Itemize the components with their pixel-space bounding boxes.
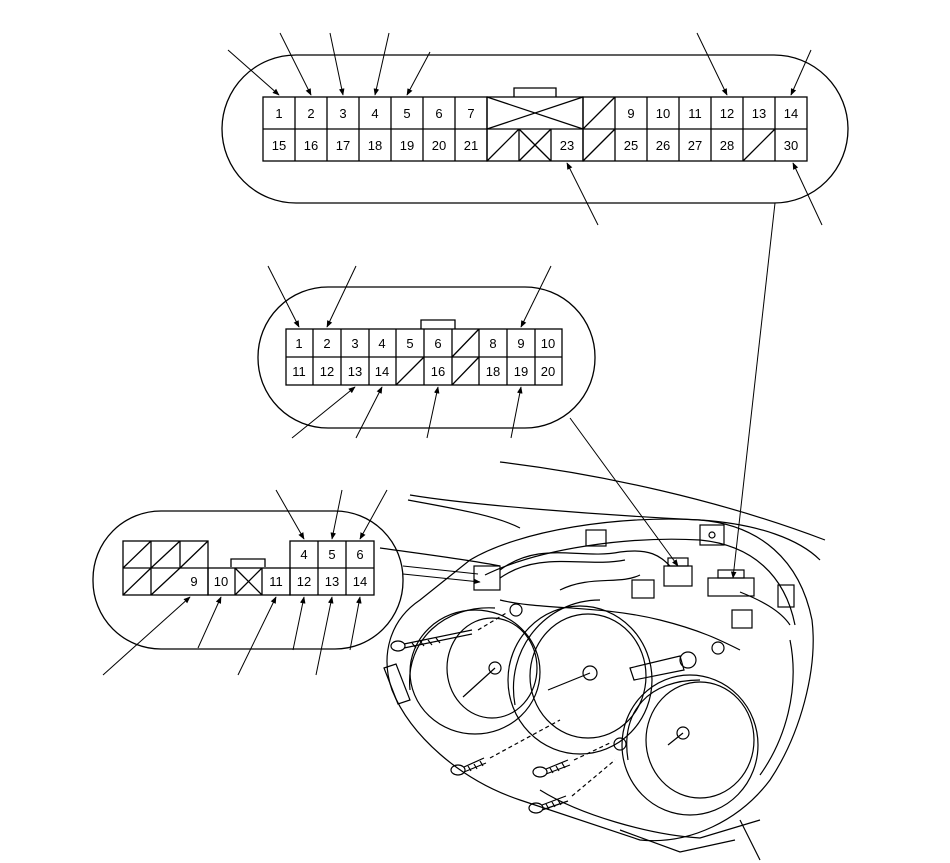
connector-c-leaders xyxy=(102,489,388,676)
screw-icon xyxy=(532,741,613,778)
pin-label: 16 xyxy=(431,364,445,379)
connector-b xyxy=(257,286,596,429)
connector-a-leaders xyxy=(227,32,823,226)
pin-label: 25 xyxy=(624,138,638,153)
pin-label: 11 xyxy=(292,364,306,379)
pin-label: 27 xyxy=(688,138,702,153)
pin-label: 23 xyxy=(560,138,574,153)
pin-label: 19 xyxy=(400,138,414,153)
pin-label: 13 xyxy=(348,364,362,379)
pin-label: 20 xyxy=(541,364,555,379)
pin-label: 5 xyxy=(328,547,335,562)
pin-label: 17 xyxy=(336,138,350,153)
connector-c-labels: 4 5 6 9 10 11 12 13 14 xyxy=(190,547,367,589)
pin-label: 18 xyxy=(368,138,382,153)
screw-icon xyxy=(383,663,411,705)
pin-label: 12 xyxy=(320,364,334,379)
screw-icon xyxy=(528,759,616,814)
screw-icon xyxy=(390,611,509,652)
pin-label: 26 xyxy=(656,138,670,153)
pin-label: 12 xyxy=(720,106,734,121)
pin-label: 6 xyxy=(435,106,442,121)
pin-label: 8 xyxy=(489,336,496,351)
cluster-housing xyxy=(386,518,814,842)
pin-label: 16 xyxy=(304,138,318,153)
pin-label: 20 xyxy=(432,138,446,153)
connector-a-socket xyxy=(707,577,755,597)
pin-label: 6 xyxy=(434,336,441,351)
pin-label: 1 xyxy=(295,336,302,351)
pin-label: 1 xyxy=(275,106,282,121)
connector-a-lock-tab xyxy=(513,87,557,97)
connector-a-labels: 1 2 3 4 5 6 7 9 10 11 12 13 14 15 16 17 … xyxy=(272,106,798,153)
pin-label: 4 xyxy=(300,547,307,562)
pin-label: 9 xyxy=(517,336,524,351)
callout-links xyxy=(402,202,776,585)
pin-label: 10 xyxy=(541,336,555,351)
center-gauge xyxy=(507,605,653,755)
pin-label: 10 xyxy=(656,106,670,121)
pin-label: 13 xyxy=(752,106,766,121)
pin-label: 14 xyxy=(375,364,389,379)
connector-b-outline xyxy=(257,286,596,429)
connector-c-outline xyxy=(92,510,404,650)
pin-label: 28 xyxy=(720,138,734,153)
pin-label: 2 xyxy=(323,336,330,351)
right-gauge xyxy=(621,674,759,816)
pin-label: 10 xyxy=(214,574,228,589)
pin-label: 30 xyxy=(784,138,798,153)
pin-label: 9 xyxy=(627,106,634,121)
connector-b-socket xyxy=(663,565,693,587)
pin-label: 21 xyxy=(464,138,478,153)
connector-c xyxy=(92,510,404,650)
connector-c-lock-tab xyxy=(230,558,266,567)
pin-label: 2 xyxy=(307,106,314,121)
connector-a xyxy=(221,54,849,204)
pin-label: 11 xyxy=(269,574,283,589)
pin-label: 3 xyxy=(339,106,346,121)
pin-label: 4 xyxy=(378,336,385,351)
pin-label: 14 xyxy=(353,574,367,589)
pin-label: 12 xyxy=(297,574,311,589)
pin-label: 3 xyxy=(351,336,358,351)
pin-label: 5 xyxy=(406,336,413,351)
pin-label: 9 xyxy=(190,574,197,589)
pin-label: 7 xyxy=(467,106,474,121)
screw-icon xyxy=(450,719,561,776)
pin-label: 19 xyxy=(514,364,528,379)
pin-label: 13 xyxy=(325,574,339,589)
pin-label: 6 xyxy=(356,547,363,562)
connector-b-lock-tab xyxy=(420,319,456,329)
connector-a-outline xyxy=(221,54,849,204)
screws xyxy=(383,611,616,814)
gauge-cluster xyxy=(379,461,826,861)
pin-label: 15 xyxy=(272,138,286,153)
connector-b-labels: 1 2 3 4 5 6 8 9 10 11 12 13 14 16 18 19 … xyxy=(292,336,555,379)
pin-label: 4 xyxy=(371,106,378,121)
pin-label: 11 xyxy=(688,106,702,121)
pin-label: 5 xyxy=(403,106,410,121)
connector-b-leaders xyxy=(267,265,552,439)
pin-label: 14 xyxy=(784,106,798,121)
pin-label: 18 xyxy=(486,364,500,379)
